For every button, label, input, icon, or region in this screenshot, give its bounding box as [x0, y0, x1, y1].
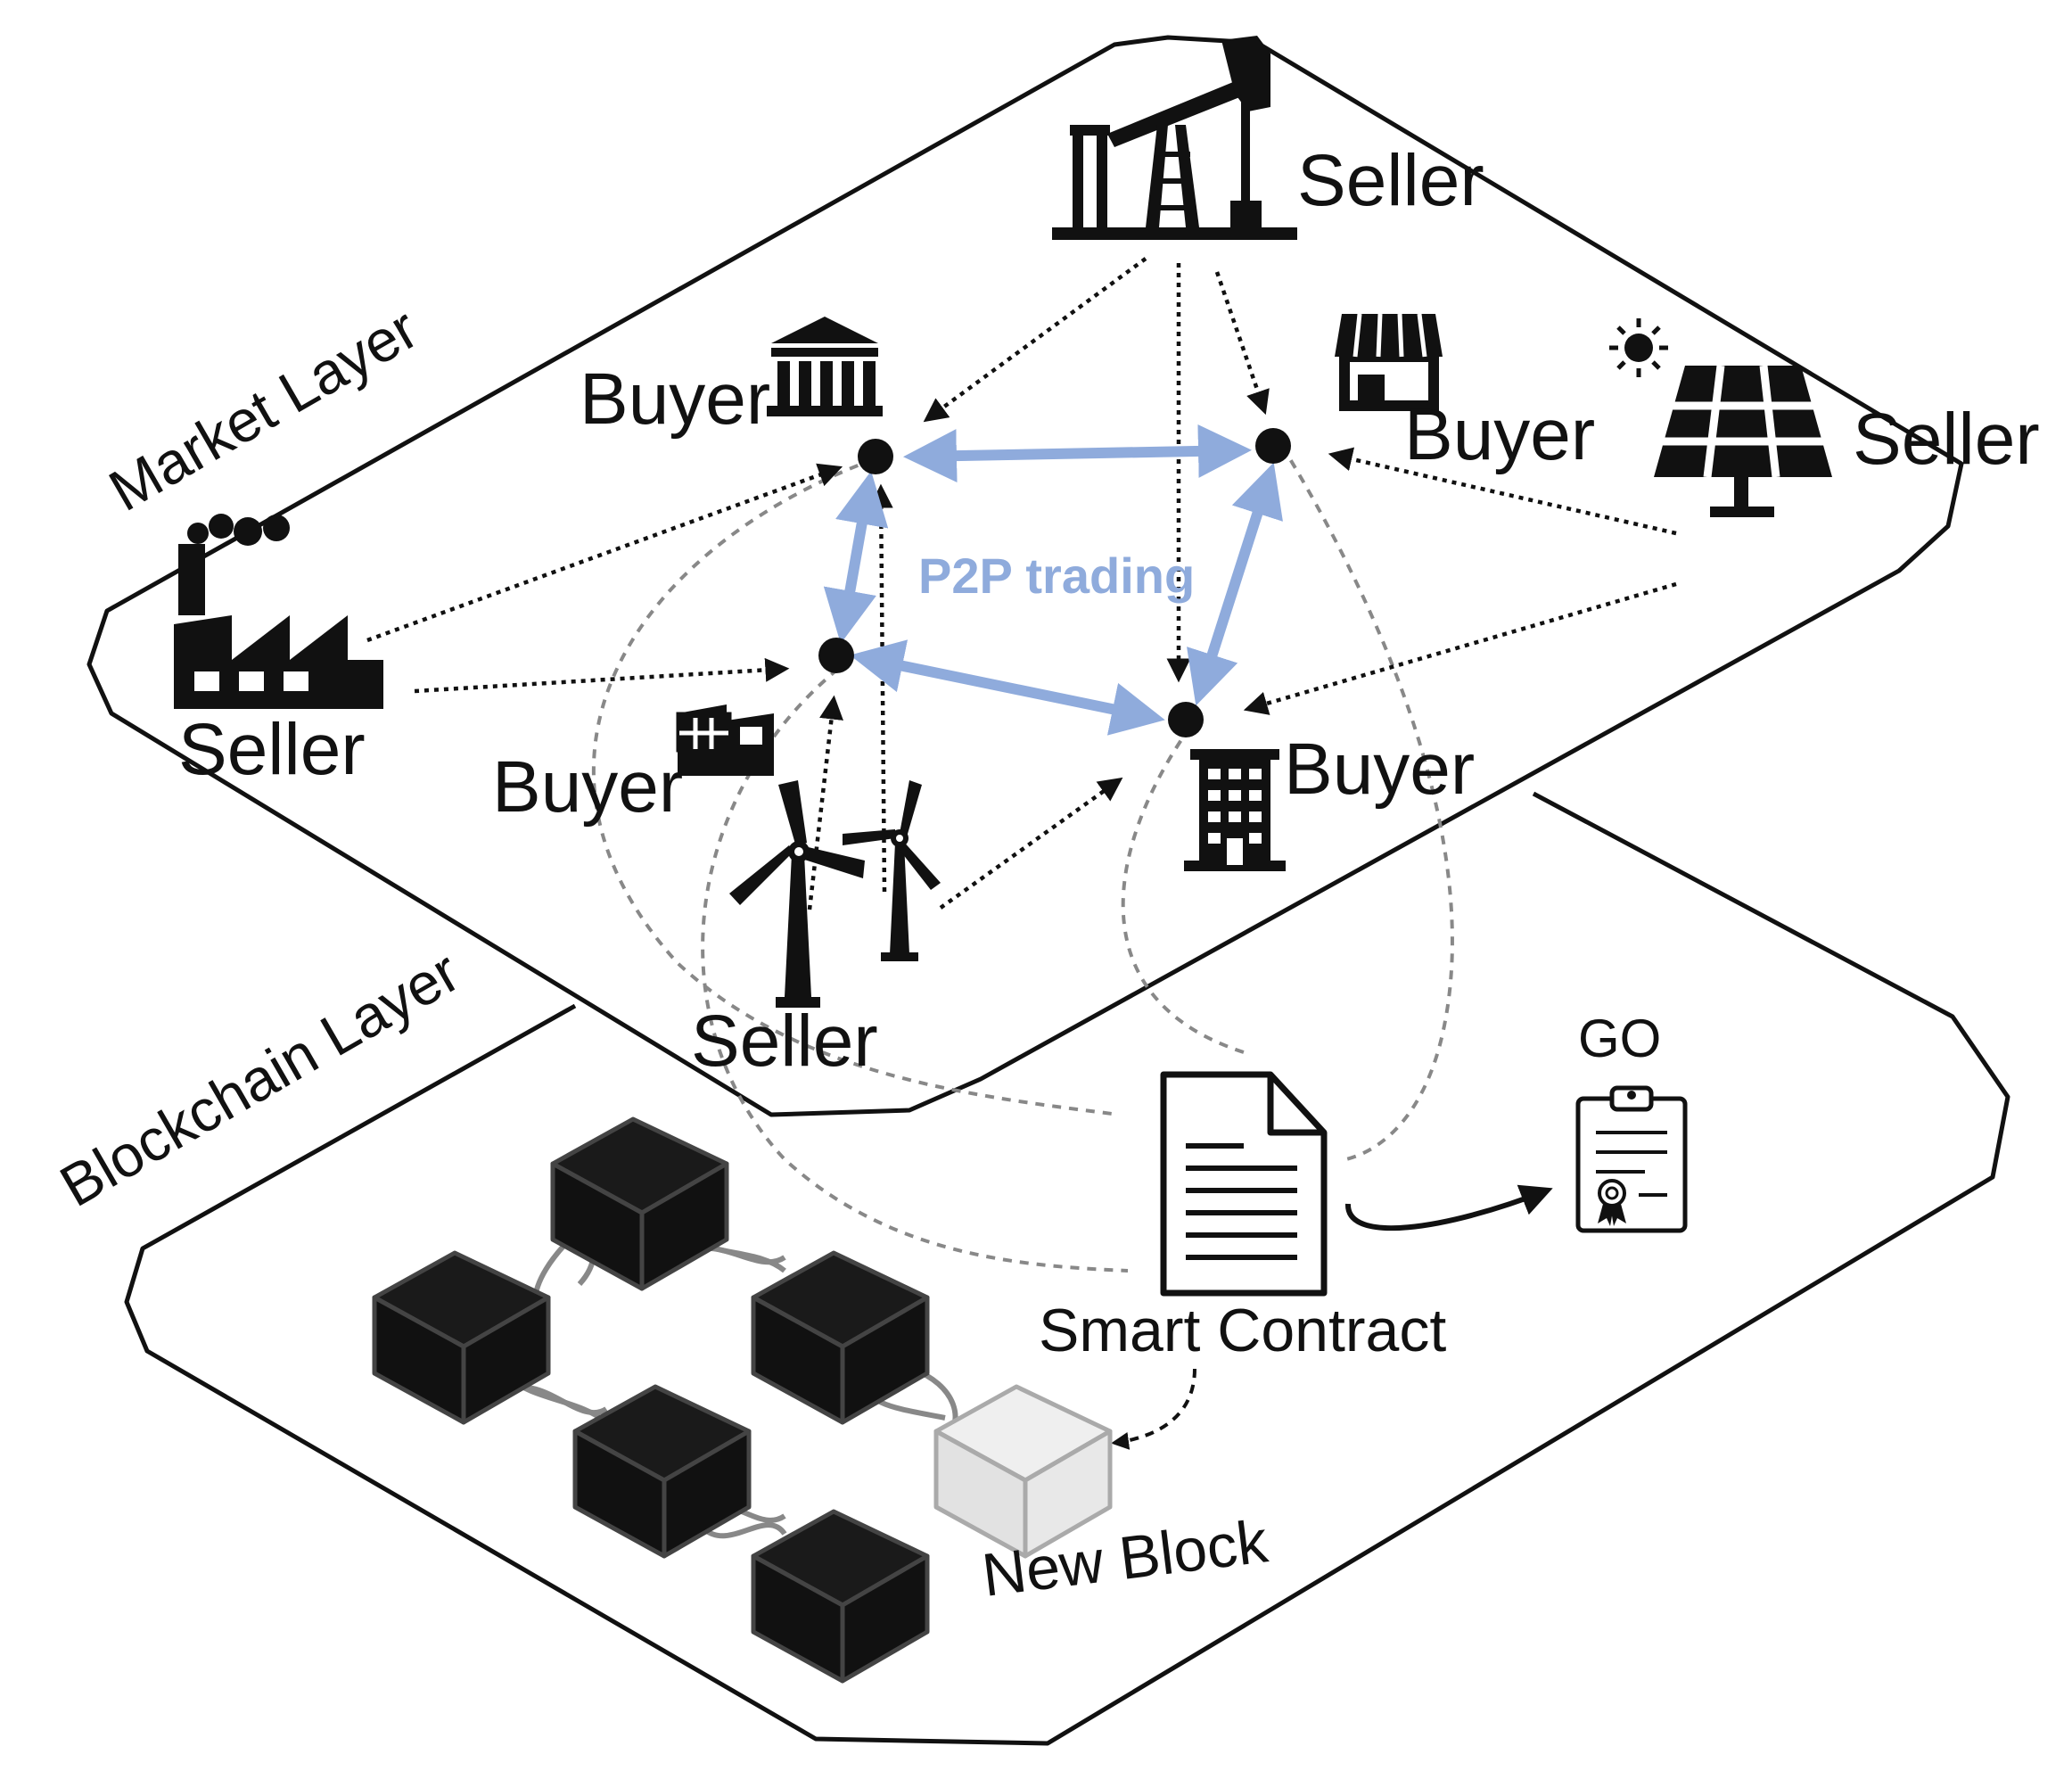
market-layer-plane: [86, 35, 1964, 1117]
label-seller-solar: Seller: [1853, 399, 2040, 480]
p2p-bank-warehouse: [823, 471, 889, 644]
shop-icon: [1335, 313, 1443, 411]
node-bank: [858, 439, 893, 474]
label-go: GO: [1578, 1009, 1661, 1068]
p2p-warehouse-office: [850, 639, 1165, 736]
link-shop-contract: [1280, 444, 1454, 1161]
new-block: [933, 1384, 1113, 1559]
node-shop: [1255, 428, 1291, 464]
supply-oil-to-shop: [1214, 271, 1270, 416]
solar-panel-icon: [1609, 318, 1832, 517]
supply-wind-to-office: [939, 777, 1123, 910]
p2p-arrows: [823, 424, 1283, 736]
blockchain-layer-plane: [124, 791, 2010, 1746]
smart-contract-document-icon: [1160, 1071, 1328, 1297]
contract-links: [591, 444, 1454, 1273]
node-office: [1168, 702, 1204, 737]
oil-pump-icon: [1052, 36, 1297, 240]
label-seller-wind: Seller: [691, 1001, 878, 1082]
arrow-contract-to-go: [1344, 1184, 1553, 1231]
bank-icon: [767, 317, 883, 416]
label-buyer-warehouse: Buyer: [492, 746, 683, 828]
trading-nodes: [818, 428, 1291, 737]
block-5: [751, 1509, 930, 1684]
factory-icon: [174, 514, 383, 709]
wind-turbine-icon: [729, 780, 941, 1008]
label-buyer-bank: Buyer: [580, 358, 770, 440]
label-seller-factory: Seller: [178, 709, 366, 790]
supply-factory-to-warehouse: [414, 657, 790, 694]
block-4: [572, 1384, 752, 1559]
office-building-icon: [1184, 749, 1286, 871]
label-buyer-shop: Buyer: [1404, 394, 1595, 475]
block-3: [751, 1250, 930, 1425]
label-seller-oil: Seller: [1297, 140, 1484, 221]
p2p-bank-shop: [903, 424, 1252, 483]
blockchain-blocks: [372, 1116, 1113, 1684]
p2p-shop-office: [1187, 462, 1283, 706]
label-smart-contract: Smart Contract: [1039, 1297, 1446, 1364]
p2p-trading-label: P2P trading: [918, 548, 1195, 604]
go-certificate-icon: [1575, 1085, 1688, 1233]
arrow-contract-to-new-block: [1111, 1368, 1196, 1450]
block-1: [550, 1116, 729, 1291]
block-2: [372, 1250, 551, 1425]
label-buyer-office: Buyer: [1284, 729, 1475, 810]
link-bank-contract: [591, 457, 1120, 1116]
supply-oil-to-bank: [923, 257, 1147, 423]
link-warehouse-contract: [701, 667, 1129, 1273]
node-warehouse: [818, 638, 854, 673]
warehouse-icon: [676, 704, 774, 776]
blockchain-layer-label: Blockchain Layer: [49, 938, 470, 1219]
